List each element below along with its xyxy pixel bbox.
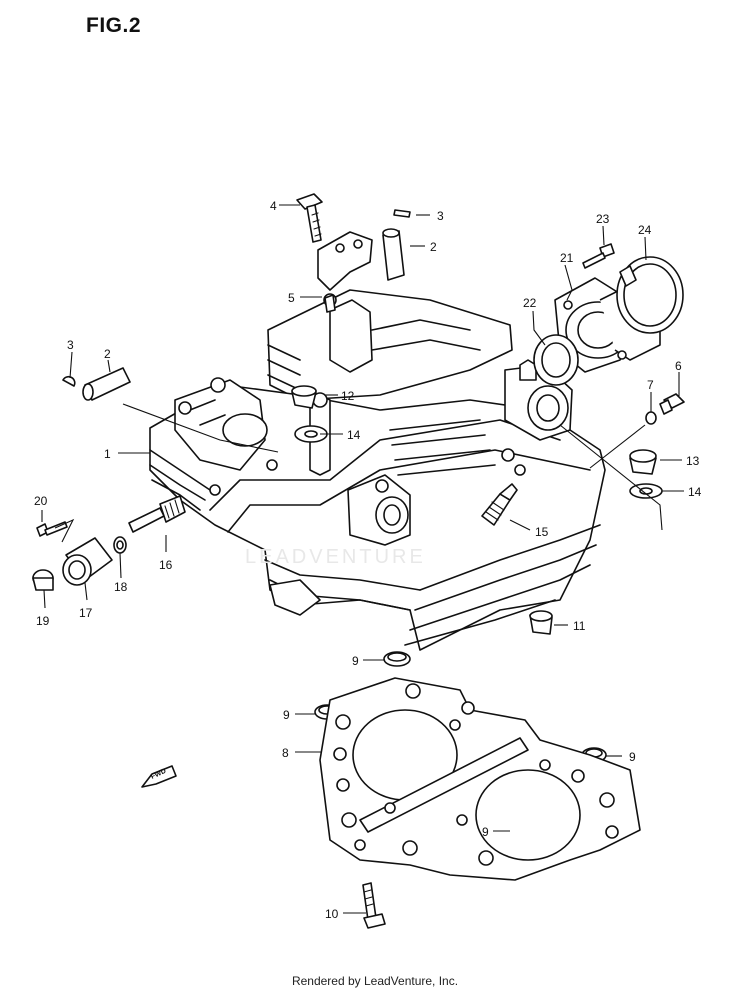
part-bolt-4 bbox=[296, 193, 323, 243]
part-clip-left bbox=[62, 375, 76, 387]
part-oring-18 bbox=[113, 536, 127, 554]
callout-9-d: 9 bbox=[482, 825, 489, 839]
part-washer-14-upper bbox=[294, 425, 328, 443]
callout-11: 11 bbox=[573, 619, 586, 633]
part-spark-plug bbox=[481, 483, 518, 526]
figure-title: FIG.2 bbox=[86, 14, 142, 37]
part-head-gasket bbox=[319, 677, 641, 881]
callout-22: 22 bbox=[523, 296, 537, 310]
part-oring-9a bbox=[383, 651, 411, 667]
part-clamp-24 bbox=[616, 256, 684, 334]
part-washer-7 bbox=[645, 411, 657, 425]
part-bolt-10 bbox=[362, 882, 386, 929]
callout-5: 5 bbox=[288, 291, 295, 305]
callout-4: 4 bbox=[270, 199, 277, 213]
part-clip-upper bbox=[393, 209, 411, 218]
part-bolt-6 bbox=[659, 393, 685, 415]
front-direction-arrow: FWD bbox=[141, 765, 177, 788]
callout-numbers: 1 2 2 3 3 4 5 6 7 8 9 9 9 9 10 11 12 13 … bbox=[34, 199, 702, 921]
callout-21: 21 bbox=[560, 251, 574, 265]
footer-credit: Rendered by LeadVenture, Inc. bbox=[291, 974, 459, 988]
callout-17: 17 bbox=[79, 606, 93, 620]
cylinder-head bbox=[149, 289, 606, 651]
callout-2-upper: 2 bbox=[430, 240, 437, 254]
part-screw-23 bbox=[582, 243, 615, 269]
callout-10: 10 bbox=[325, 907, 339, 921]
part-cap-19 bbox=[32, 569, 54, 591]
callout-23: 23 bbox=[596, 212, 610, 226]
callout-9-b: 9 bbox=[283, 708, 290, 722]
callout-24: 24 bbox=[638, 223, 652, 237]
callout-14-right: 14 bbox=[688, 485, 702, 499]
callout-3-left: 3 bbox=[67, 338, 74, 352]
part-housing-17 bbox=[62, 537, 113, 586]
callout-8: 8 bbox=[282, 746, 289, 760]
callout-6: 6 bbox=[675, 359, 682, 373]
callout-19: 19 bbox=[36, 614, 50, 628]
part-dowel-11 bbox=[529, 610, 553, 635]
watermark-text: LEADVENTURE bbox=[245, 546, 426, 568]
part-cap-13 bbox=[629, 449, 657, 475]
part-rocker-bracket bbox=[317, 231, 373, 313]
leader-lines bbox=[41, 204, 684, 914]
callout-18: 18 bbox=[114, 580, 128, 594]
callout-9-a: 9 bbox=[352, 654, 359, 668]
callout-14-upper: 14 bbox=[347, 428, 361, 442]
part-insulator-22 bbox=[533, 334, 579, 386]
callout-7: 7 bbox=[647, 378, 654, 392]
part-drive-gear-16 bbox=[128, 495, 186, 533]
callout-2-left: 2 bbox=[104, 347, 111, 361]
callout-16: 16 bbox=[159, 558, 173, 572]
callout-1: 1 bbox=[104, 447, 111, 461]
part-washer-14-right bbox=[629, 483, 663, 499]
callout-20: 20 bbox=[34, 494, 48, 508]
callout-12: 12 bbox=[341, 389, 355, 403]
callout-13: 13 bbox=[686, 454, 700, 468]
part-cap-12 bbox=[291, 385, 317, 409]
callout-9-c: 9 bbox=[629, 750, 636, 764]
part-valve-guide-left bbox=[82, 367, 131, 401]
part-valve-guide-upper bbox=[382, 228, 405, 281]
callout-15: 15 bbox=[535, 525, 549, 539]
callout-3-upper: 3 bbox=[437, 209, 444, 223]
